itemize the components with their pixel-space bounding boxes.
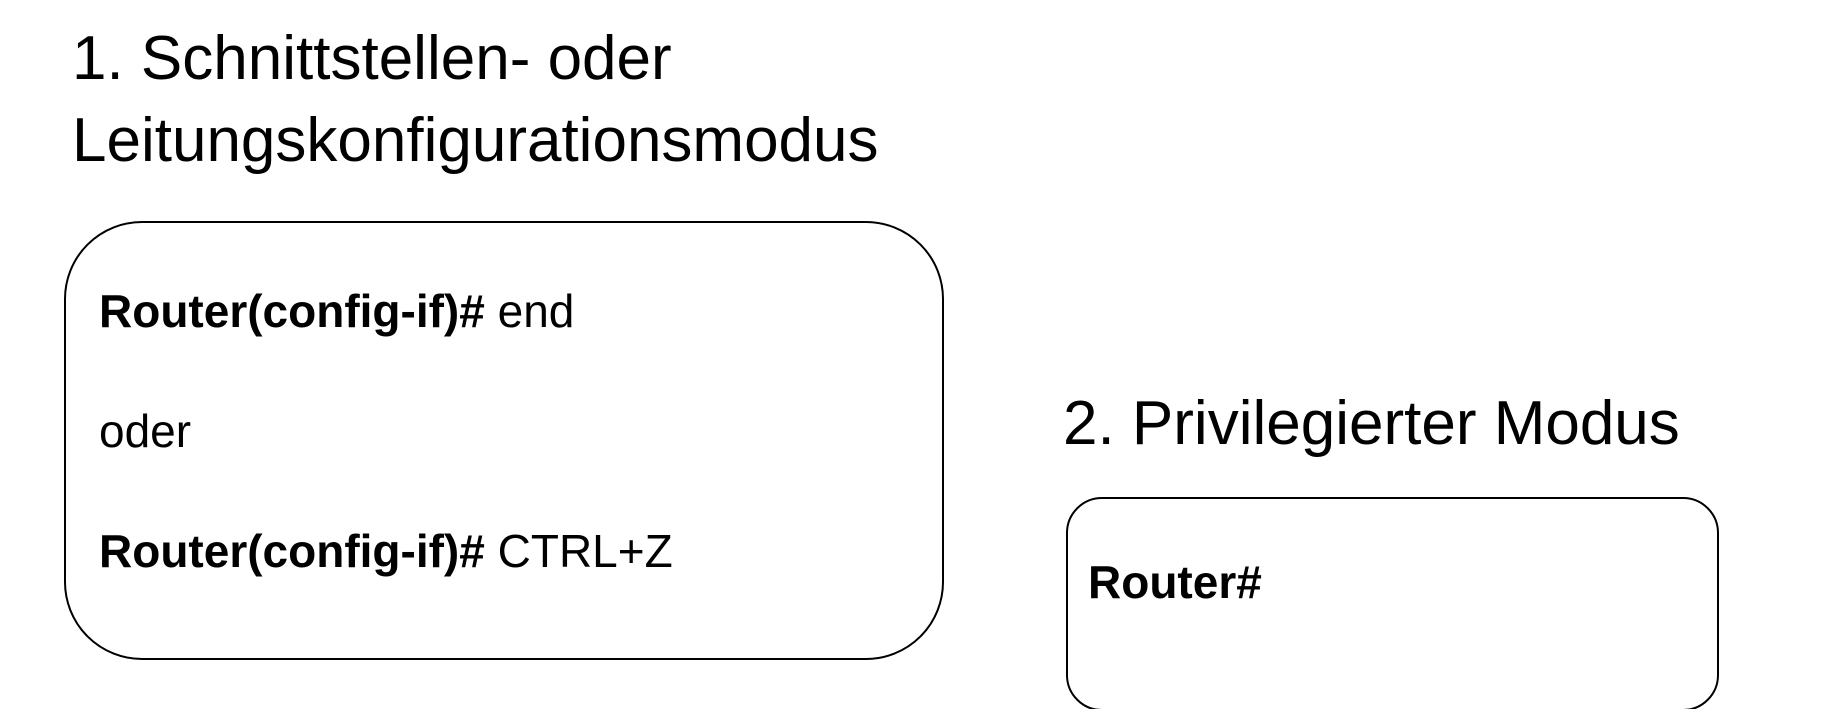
- interface-config-box: Router(config-if)# end oder Router(confi…: [64, 221, 944, 660]
- mode1-heading-line1: 1. Schnittstellen- oder: [72, 24, 672, 93]
- end-command-line: Router(config-if)# end: [99, 283, 574, 339]
- privileged-mode-box: Router#: [1066, 497, 1719, 709]
- end-command: end: [484, 285, 575, 337]
- config-if-prompt: Router(config-if)#: [99, 525, 485, 577]
- ctrl-z-command-line: Router(config-if)# CTRL+Z: [99, 523, 673, 579]
- mode1-heading-line2: Leitungskonfigurationsmodus: [72, 106, 879, 175]
- or-separator: oder: [99, 405, 192, 457]
- mode2-heading: 2. Privilegierter Modus: [1063, 389, 1680, 458]
- config-if-prompt: Router(config-if)#: [99, 285, 485, 337]
- ctrl-z-command: CTRL+Z: [484, 525, 673, 577]
- mode1-heading: 1. Schnittstellen- oder Leitungskonfigur…: [72, 18, 879, 182]
- privileged-prompt: Router#: [1088, 556, 1262, 608]
